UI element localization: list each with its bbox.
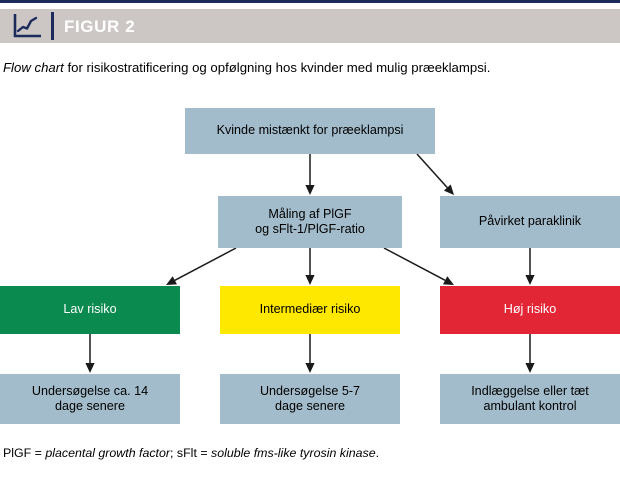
header-divider <box>51 12 54 40</box>
flow-arrow-measure-to-low <box>154 236 248 297</box>
flow-node-suspected: Kvinde mistænkt for præeklampsi <box>185 108 435 154</box>
flow-node-low-risk: Lav risiko <box>0 286 180 334</box>
caption-rest: for risikostratificering og opfølgning h… <box>63 60 491 75</box>
figure-footnote: PlGF = placental growth factor; sFlt = s… <box>3 446 617 461</box>
footnote-abbr-sflt: sFlt = <box>176 446 212 460</box>
flow-arrow-inter-to-followup <box>298 322 322 385</box>
flow-arrow-measure-to-high <box>372 236 466 297</box>
caption-italic-lead: Flow chart <box>3 60 64 75</box>
flow-arrow-measure-to-inter <box>298 236 322 297</box>
footnote-def-sflt: soluble fms-like tyrosin kinase <box>211 446 376 460</box>
flow-node-label: Påvirket paraklinik <box>478 214 582 229</box>
footnote-abbr-plgf: PlGF = <box>3 446 46 460</box>
top-rule <box>0 0 620 3</box>
flow-node-label: Høj risiko <box>503 302 557 317</box>
flow-node-high-risk: Høj risiko <box>440 286 620 334</box>
flow-node-label: Kvinde mistænkt for præeklampsi <box>216 123 404 138</box>
flow-arrow-suspected-to-measure <box>298 142 322 207</box>
figure-header-bar <box>0 9 620 43</box>
footnote-def-plgf: placental growth factor <box>45 446 171 460</box>
flow-node-label: Lav risiko <box>63 302 117 317</box>
figure-caption: Flow chart for risikostratificering og o… <box>3 60 617 76</box>
footnote-end: . <box>375 446 380 460</box>
flow-node-paraclinic: Påvirket paraklinik <box>440 196 620 248</box>
flow-arrow-low-to-followup <box>78 322 102 385</box>
figure-title: FIGUR 2 <box>64 17 136 36</box>
footnote-separator: ; <box>170 446 177 460</box>
flow-node-inter-risk: Intermediær risiko <box>220 286 400 334</box>
flow-arrow-suspected-to-paraclinic <box>405 142 466 207</box>
flow-arrow-paraclinic-to-high <box>518 236 542 297</box>
flow-arrow-high-to-followup <box>518 322 542 385</box>
flow-node-label: Intermediær risiko <box>259 302 361 317</box>
line-chart-icon <box>12 13 42 39</box>
